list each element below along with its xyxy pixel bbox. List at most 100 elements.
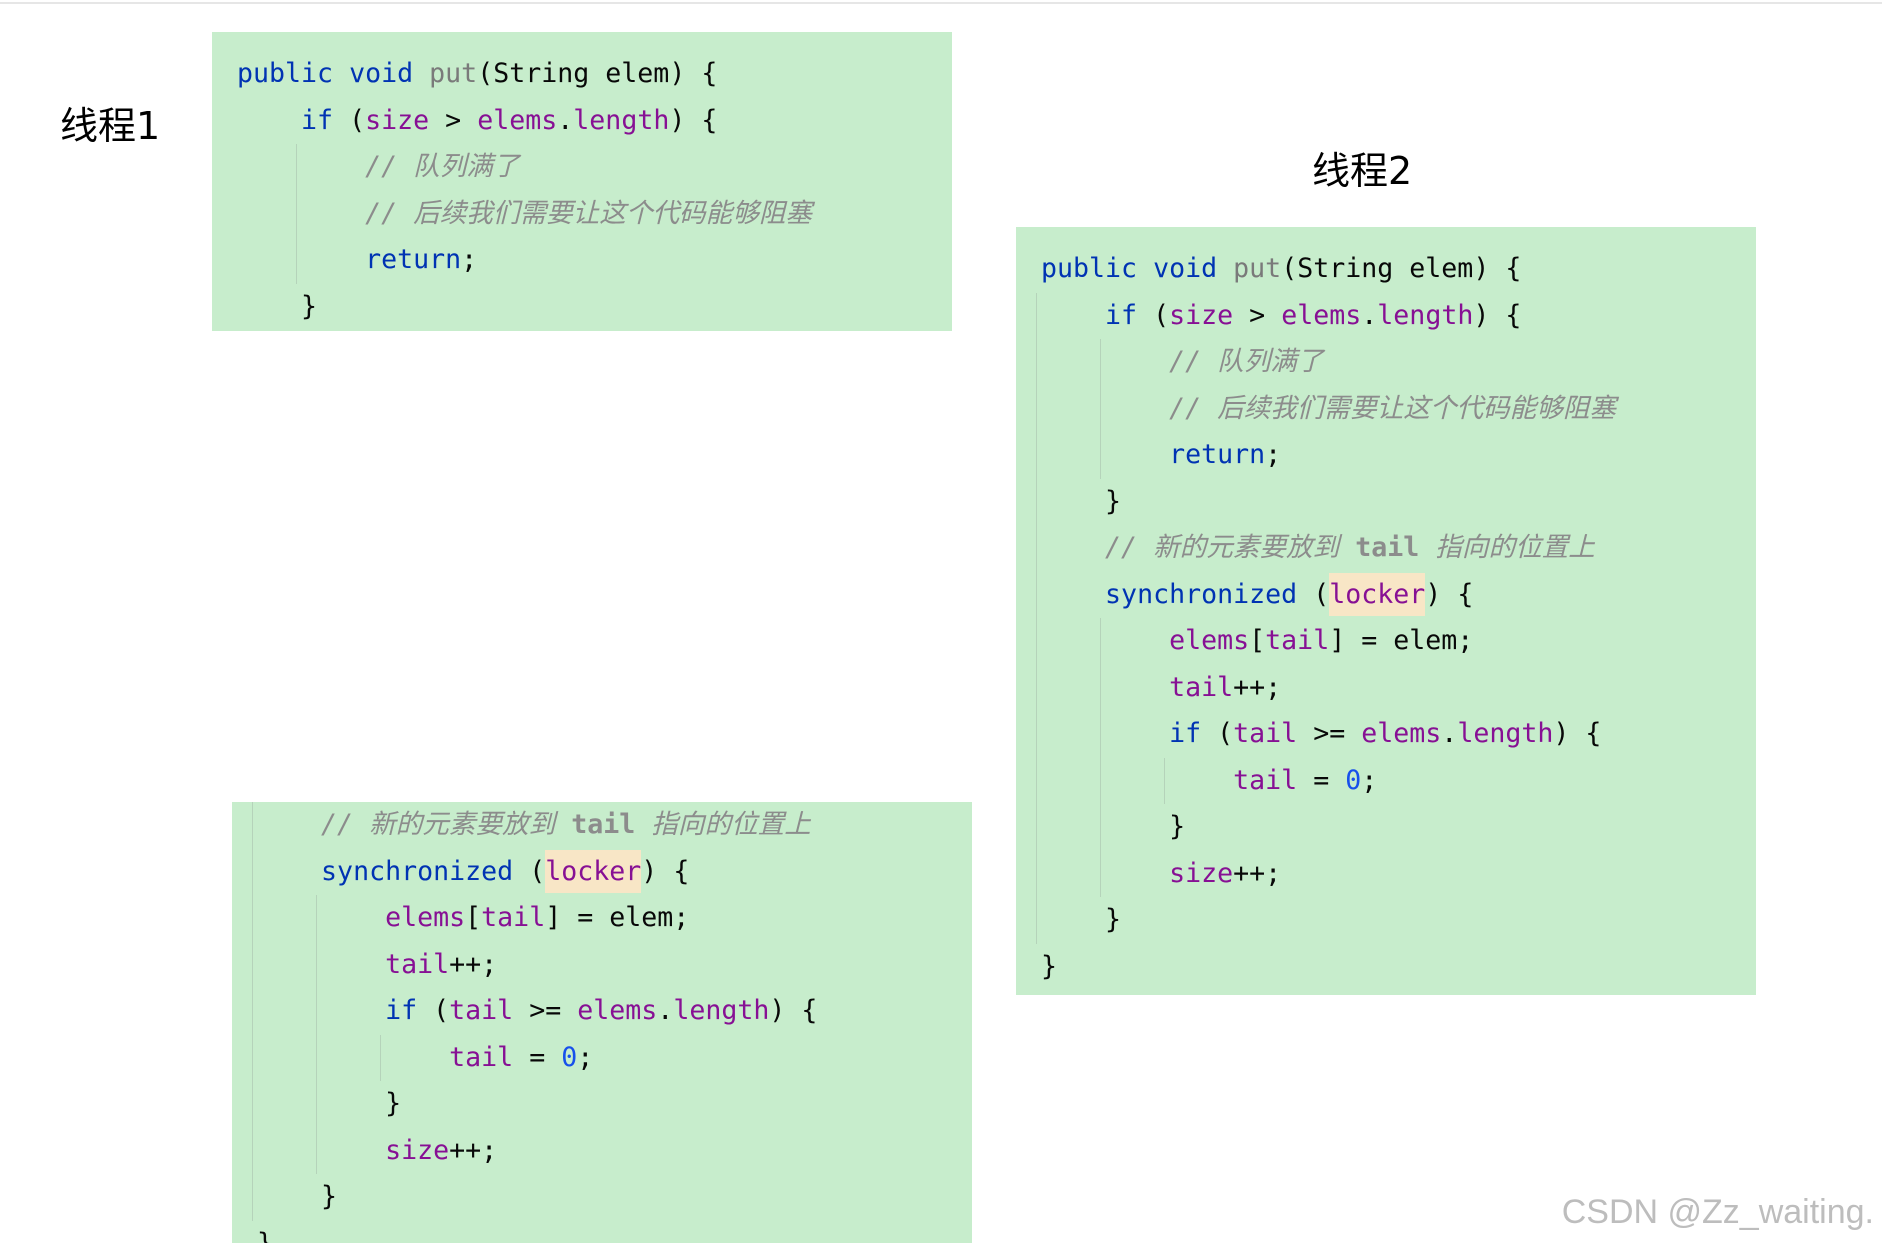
code-token: =: [1297, 764, 1346, 796]
code-token: (: [513, 855, 546, 887]
code-token: return: [1041, 439, 1266, 470]
code-line: size++;: [1016, 850, 1756, 897]
code-token: size: [1169, 299, 1234, 331]
code-token: }: [1041, 904, 1122, 935]
indent-guide: [1036, 385, 1037, 432]
thread1-code-block-top: public void put(String elem) { if (size …: [212, 32, 952, 331]
code-line: }: [1016, 804, 1756, 851]
code-token: }: [1041, 811, 1186, 842]
code-token: tail: [449, 995, 514, 1026]
code-line: public void put(String elem) {: [212, 51, 952, 98]
code-token: elems: [1361, 718, 1442, 749]
code-token: put: [429, 58, 478, 89]
code-token: ++;: [449, 948, 498, 980]
code-token: length: [1377, 299, 1474, 331]
code-token: elems: [577, 995, 658, 1026]
code-line: // 后续我们需要让这个代码能够阻塞: [1016, 385, 1756, 432]
code-token: >=: [513, 995, 578, 1026]
code-token: [: [465, 902, 482, 933]
indent-guide: [1036, 804, 1037, 851]
code-token: ] = elem;: [545, 902, 690, 933]
code-token: ) {: [1473, 299, 1522, 331]
code-token: }: [237, 290, 318, 322]
code-token: tail: [481, 902, 546, 933]
code-token: size: [1041, 857, 1234, 889]
code-token: 0: [1345, 764, 1362, 796]
code-token: locker: [1329, 572, 1426, 616]
code-token: locker: [545, 849, 642, 893]
indent-guide: [252, 802, 253, 849]
code-token: ) {: [669, 104, 718, 136]
code-token: elems: [1041, 625, 1250, 656]
code-token: if: [1041, 718, 1202, 749]
indent-guide: [1036, 571, 1037, 618]
indent-guide: [1100, 339, 1102, 386]
code-line: tail = 0;: [232, 1034, 972, 1081]
code-line: elems[tail] = elem;: [1016, 618, 1756, 665]
code-token: [: [1249, 625, 1266, 656]
code-token: tail: [1265, 625, 1330, 656]
code-line: if (tail >= elems.length) {: [1016, 711, 1756, 758]
indent-guide: [1100, 850, 1102, 897]
indent-guide: [252, 1127, 253, 1174]
code-token: }: [257, 1088, 402, 1119]
code-token: // 新的元素要放到: [1041, 532, 1356, 563]
code-token: }: [257, 1227, 274, 1243]
indent-guide: [1100, 711, 1102, 758]
code-token: if: [257, 995, 418, 1026]
code-line: if (tail >= elems.length) {: [232, 988, 972, 1035]
code-line: // 队列满了: [1016, 339, 1756, 386]
code-token: >=: [1297, 718, 1362, 749]
code-line: tail++;: [232, 941, 972, 988]
code-token: ;: [1265, 439, 1282, 470]
code-token: (: [333, 104, 366, 136]
code-token: synchronized: [257, 855, 514, 887]
code-token: put: [1233, 253, 1282, 284]
code-token: ) {: [1553, 718, 1602, 749]
code-token: size: [257, 1134, 450, 1166]
indent-guide: [1036, 897, 1037, 944]
code-line: }: [1016, 897, 1756, 944]
code-token: public void: [237, 58, 430, 89]
code-line: }: [1016, 944, 1756, 991]
code-token: ;: [1361, 764, 1378, 796]
code-token: elems: [257, 902, 466, 933]
indent-guide: [252, 1081, 253, 1128]
indent-guide: [252, 848, 253, 895]
code-line: public void put(String elem) {: [1016, 246, 1756, 293]
code-token: tail: [1041, 764, 1298, 796]
code-token: // 队列满了: [237, 151, 520, 182]
code-line: }: [1016, 478, 1756, 525]
indent-guide: [252, 941, 253, 988]
indent-guide: [1164, 757, 1166, 804]
code-token: return: [237, 244, 462, 275]
indent-guide: [380, 1034, 382, 1081]
indent-guide: [316, 941, 318, 988]
code-token: if: [1041, 299, 1138, 331]
code-token: (String elem) {: [1281, 253, 1522, 284]
code-token: ++;: [1233, 671, 1282, 703]
code-token: 指向的位置上: [1419, 532, 1595, 563]
indent-guide: [1036, 618, 1037, 665]
code-token: (: [1201, 718, 1234, 749]
code-line: elems[tail] = elem;: [232, 895, 972, 942]
code-token: ) {: [769, 995, 818, 1026]
indent-guide: [252, 1034, 253, 1081]
code-token: 指向的位置上: [635, 809, 811, 840]
indent-guide: [316, 1081, 318, 1128]
thread2-label: 线程2: [1312, 149, 1413, 193]
code-line: if (size > elems.length) {: [1016, 292, 1756, 339]
code-token: public void: [1041, 253, 1234, 284]
code-token: (: [1297, 578, 1330, 610]
code-token: .: [1441, 718, 1458, 749]
indent-guide: [1100, 432, 1102, 479]
code-token: elems: [477, 104, 558, 136]
code-token: }: [1041, 485, 1122, 517]
code-token: length: [1457, 718, 1554, 749]
code-token: tail: [1355, 532, 1420, 563]
code-line: size++;: [232, 1127, 972, 1174]
code-token: synchronized: [1041, 578, 1298, 610]
code-token: tail: [1233, 718, 1298, 749]
code-token: ;: [461, 244, 478, 275]
indent-guide: [316, 1127, 318, 1174]
